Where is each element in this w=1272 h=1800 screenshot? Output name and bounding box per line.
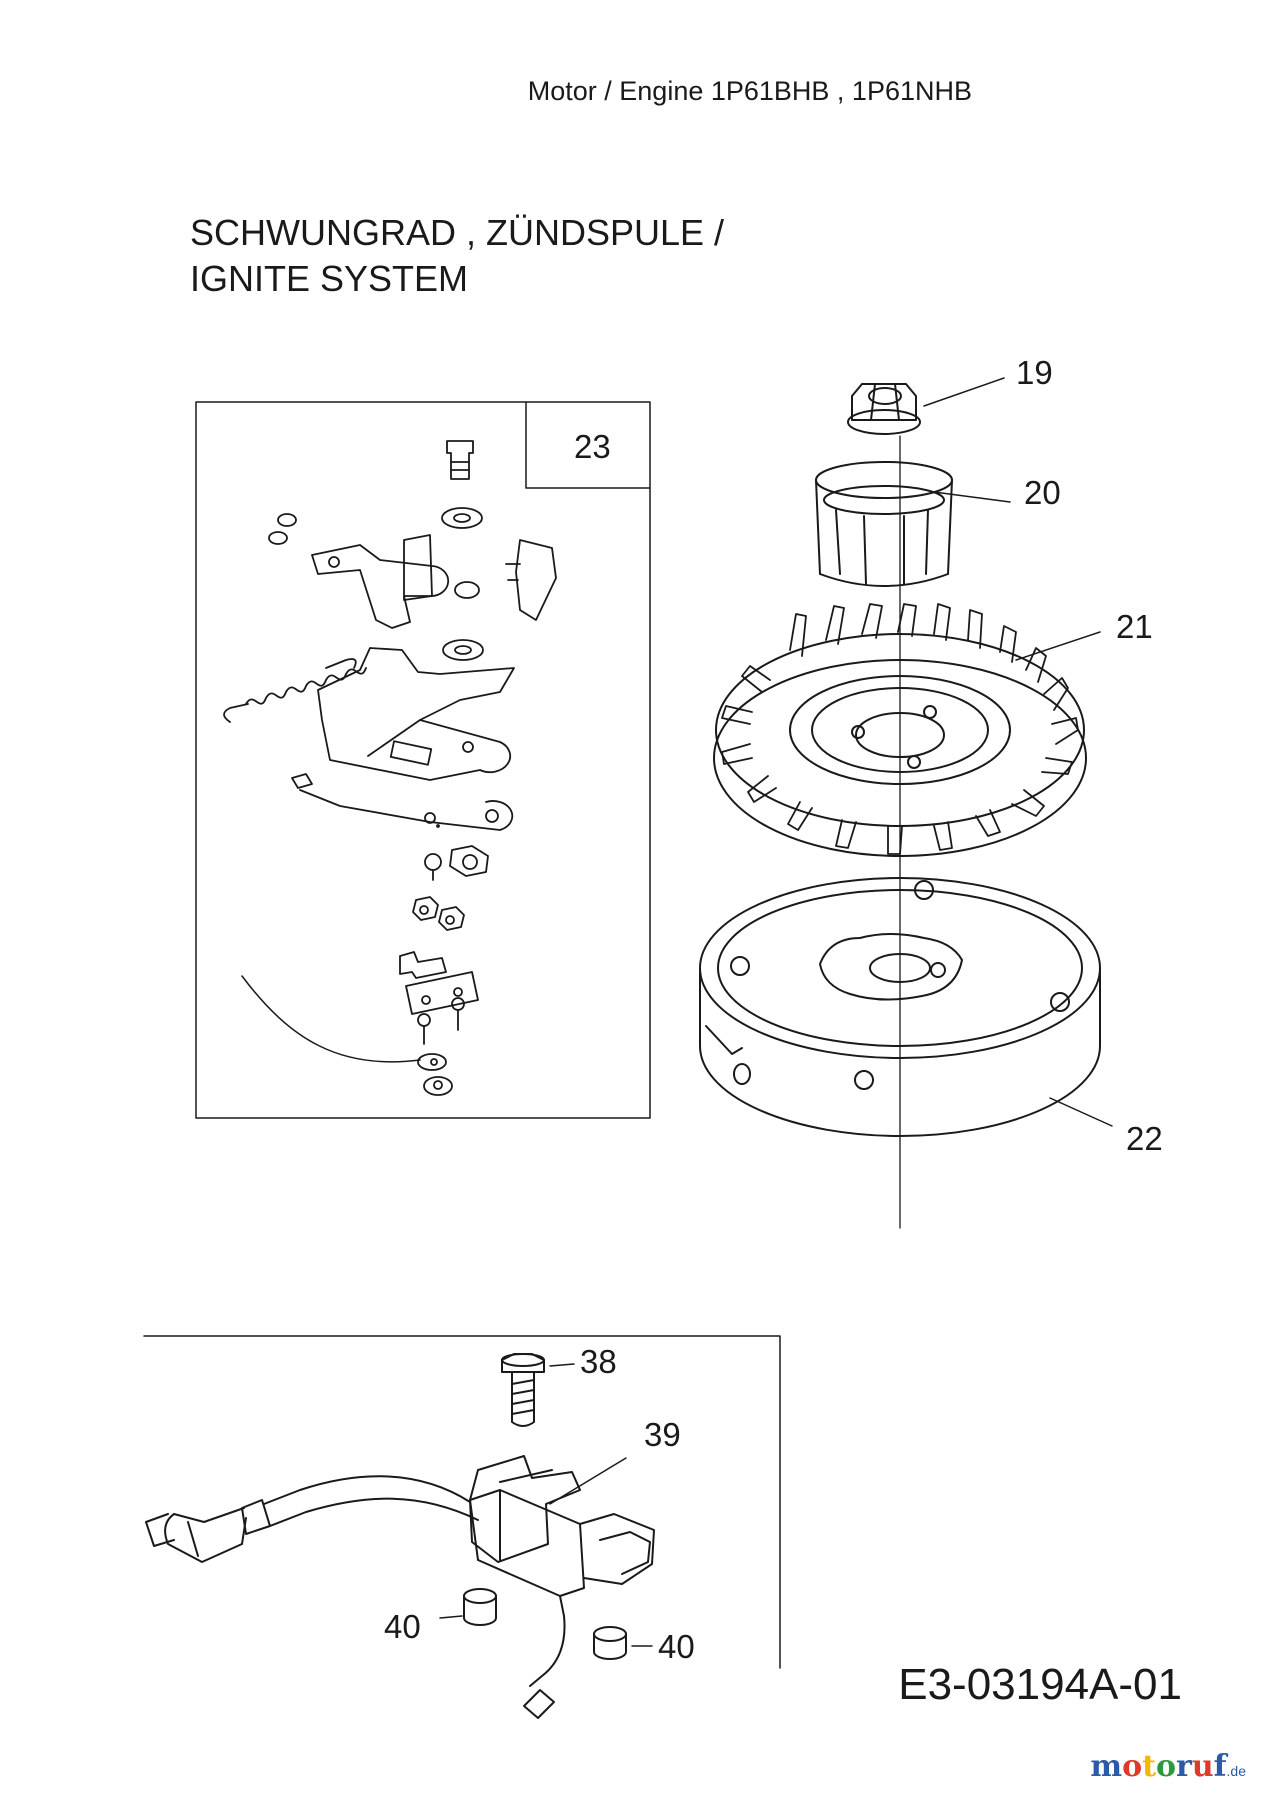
callout-21[interactable]: 21 — [1116, 608, 1153, 645]
part-20-starter-cup — [815, 461, 1011, 587]
governor-arm-parts — [223, 440, 557, 1096]
callout-40-left[interactable]: 40 — [384, 1608, 421, 1645]
assembly-23-box — [195, 401, 651, 1119]
part-40-spacers — [439, 1588, 653, 1660]
spark-plug-cap-lead — [145, 1475, 479, 1563]
part-19-flange-nut — [847, 377, 1005, 435]
drawing-code: E3-03194A-01 — [898, 1660, 1182, 1709]
callout-23[interactable]: 23 — [574, 428, 611, 465]
part-39-ignition-coil — [469, 1455, 655, 1719]
diagram-title-line1: SCHWUNGRAD , ZÜNDSPULE / — [190, 212, 725, 253]
engine-model-header: Motor / Engine 1P61BHB , 1P61NHB — [527, 76, 972, 106]
part-22-flywheel — [699, 877, 1113, 1137]
callout-22[interactable]: 22 — [1126, 1120, 1163, 1157]
diagram-title-line2: IGNITE SYSTEM — [190, 258, 469, 299]
part-21-fan — [713, 603, 1101, 857]
callout-19[interactable]: 19 — [1016, 354, 1053, 391]
motoruf-logo: motoruf.de — [1090, 1749, 1246, 1784]
callout-20[interactable]: 20 — [1024, 474, 1061, 511]
ignition-coil-frame — [143, 1335, 781, 1669]
callout-38[interactable]: 38 — [580, 1343, 617, 1380]
part-38-bolt — [501, 1353, 575, 1427]
callout-39[interactable]: 39 — [644, 1416, 681, 1453]
callout-40-right[interactable]: 40 — [658, 1628, 695, 1665]
